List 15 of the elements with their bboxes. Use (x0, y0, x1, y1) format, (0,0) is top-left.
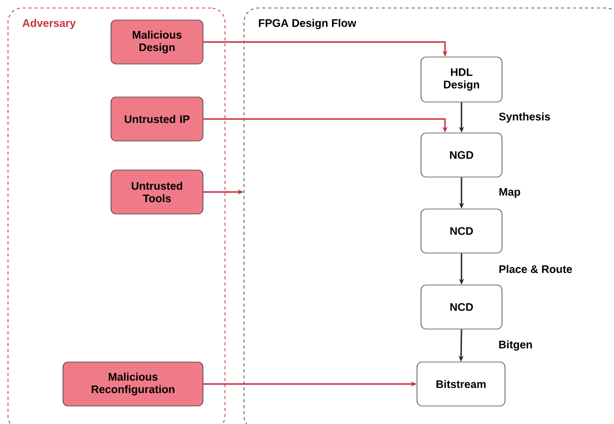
process-box: Bitstream (416, 362, 506, 406)
process-box: Malicious Design (110, 20, 204, 64)
edge-label: Map (499, 188, 520, 198)
edge-label: Place & Route (499, 264, 572, 274)
process-box: NGD (420, 132, 502, 178)
edge-label: Bitgen (499, 340, 532, 351)
process-box: Malicious Reconfiguration (62, 362, 204, 406)
process-box: Untrusted IP (110, 96, 204, 142)
process-box: NCD (420, 208, 502, 254)
process-box: HDL Design (420, 56, 502, 102)
process-box: Untrusted Tools (110, 170, 204, 214)
group-heading: FPGA Design Flow (258, 18, 356, 30)
group-heading: Adversary (22, 18, 76, 30)
edge-label: Synthesis (499, 112, 550, 123)
process-box: NCD (420, 284, 502, 330)
